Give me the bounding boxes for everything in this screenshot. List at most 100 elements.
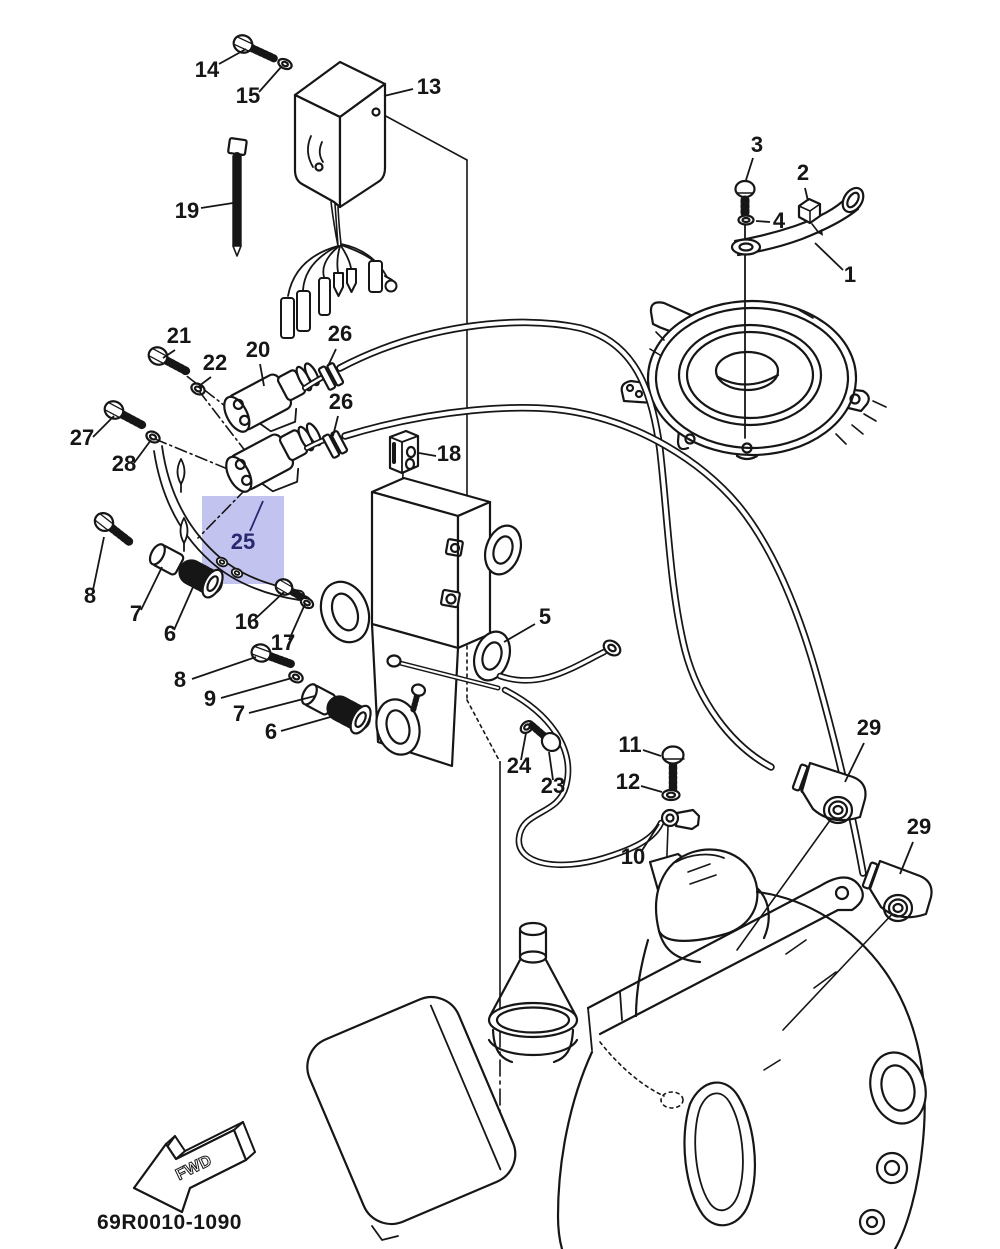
leader-line: [92, 415, 115, 438]
part-label-10[interactable]: 10: [621, 844, 645, 869]
part-label-18[interactable]: 18: [437, 441, 461, 466]
leader-line: [814, 242, 844, 271]
part-label-22[interactable]: 22: [203, 350, 227, 375]
wire-clamp-26b: [321, 430, 349, 459]
fwd-arrow: [132, 1121, 256, 1214]
leader-line: [418, 452, 437, 457]
engine-block: [556, 848, 927, 1249]
coil-lead-wires: [153, 362, 305, 601]
part-label-9[interactable]: 9: [204, 686, 216, 711]
part-label-27[interactable]: 27: [70, 425, 94, 450]
leader-line: [640, 785, 663, 793]
leader-line: [503, 623, 536, 643]
part-label-15[interactable]: 15: [236, 83, 260, 108]
bolt-23: [526, 720, 562, 753]
lead-terminal-10: [660, 808, 701, 881]
part-label-8[interactable]: 8: [84, 583, 96, 608]
part-label-26[interactable]: 26: [329, 389, 353, 414]
bolt-27: [103, 400, 148, 430]
ground-strap: [733, 196, 848, 243]
bolt-14: [232, 34, 278, 63]
part-label-20[interactable]: 20: [246, 337, 270, 362]
leader-line: [92, 536, 105, 591]
threaded-rod-19: [227, 137, 248, 257]
magneto-base-plate: [620, 299, 887, 461]
part-label-12[interactable]: 12: [616, 769, 640, 794]
washer-4: [737, 214, 755, 226]
washer-9: [288, 670, 304, 684]
cdi-wire-harness: [280, 243, 398, 339]
leader-line: [288, 603, 306, 641]
leader-line: [383, 88, 414, 97]
leader-line: [755, 220, 771, 223]
part-label-24[interactable]: 24: [507, 753, 532, 778]
washer-17: [299, 596, 315, 610]
cdi-unit: [293, 60, 387, 247]
part-label-28[interactable]: 28: [112, 451, 136, 476]
part-label-16[interactable]: 16: [235, 609, 259, 634]
part-label-7[interactable]: 7: [233, 701, 245, 726]
part-label-1[interactable]: 1: [844, 262, 856, 287]
part-label-3[interactable]: 3: [751, 132, 763, 157]
part-label-17[interactable]: 17: [271, 630, 295, 655]
leader-line: [133, 439, 152, 464]
part-label-25[interactable]: 25: [231, 529, 255, 554]
part-label-29[interactable]: 29: [857, 715, 881, 740]
part-label-8[interactable]: 8: [174, 667, 186, 692]
bolt-16: [274, 578, 312, 605]
washer-12: [661, 788, 681, 802]
part-label-13[interactable]: 13: [417, 74, 441, 99]
leader-line: [548, 751, 554, 781]
leader-line: [259, 363, 265, 387]
leader-line: [200, 202, 234, 209]
crankshaft-cone: [487, 921, 579, 1064]
leader-line: [249, 500, 264, 532]
leader-line: [280, 713, 342, 732]
part-label-21[interactable]: 21: [167, 323, 191, 348]
spark-plug-wire-upper: [336, 318, 775, 771]
spark-plug-cap-lower: [782, 859, 933, 1031]
collar-7a: [148, 543, 185, 576]
leader-line: [520, 732, 527, 761]
leader-line: [642, 749, 662, 757]
diagram-code: 69R0010-1090: [97, 1211, 242, 1234]
ground-strap-assembly: [730, 179, 865, 439]
spark-plug-wire-lower: [341, 404, 867, 877]
leader-line: [173, 586, 194, 631]
part-label-4[interactable]: 4: [773, 208, 786, 233]
part-label-19[interactable]: 19: [175, 198, 199, 223]
intake-box: [306, 995, 517, 1241]
part-label-2[interactable]: 2: [797, 160, 809, 185]
washer-22: [190, 382, 206, 396]
leader-line: [899, 841, 914, 875]
bolt-8a: [93, 512, 136, 548]
grommet-6b: [326, 695, 372, 735]
part-label-29[interactable]: 29: [907, 814, 931, 839]
leader-line: [640, 823, 660, 853]
part-label-14[interactable]: 14: [195, 57, 220, 82]
leader-line: [162, 349, 176, 359]
bolt-8b: [250, 643, 298, 669]
part-label-6[interactable]: 6: [265, 719, 277, 744]
part-label-11[interactable]: 11: [618, 732, 641, 757]
spark-plug-cap-upper: [736, 761, 867, 951]
grommet-6a: [178, 559, 224, 599]
part-label-7[interactable]: 7: [130, 601, 142, 626]
part-label-5[interactable]: 5: [539, 604, 551, 629]
leader-line: [332, 415, 339, 437]
part-label-26[interactable]: 26: [328, 321, 352, 346]
leader-line: [327, 348, 337, 367]
leader-line: [804, 187, 809, 202]
leader-line: [198, 376, 212, 387]
part-label-23[interactable]: 23: [541, 773, 565, 798]
ignition-coil-20: [223, 362, 320, 433]
leader-line: [844, 742, 865, 783]
leader-line: [248, 695, 316, 714]
leader-line: [191, 656, 257, 680]
leader-line: [253, 591, 285, 621]
washer-28: [145, 430, 161, 444]
part-label-6[interactable]: 6: [164, 621, 176, 646]
